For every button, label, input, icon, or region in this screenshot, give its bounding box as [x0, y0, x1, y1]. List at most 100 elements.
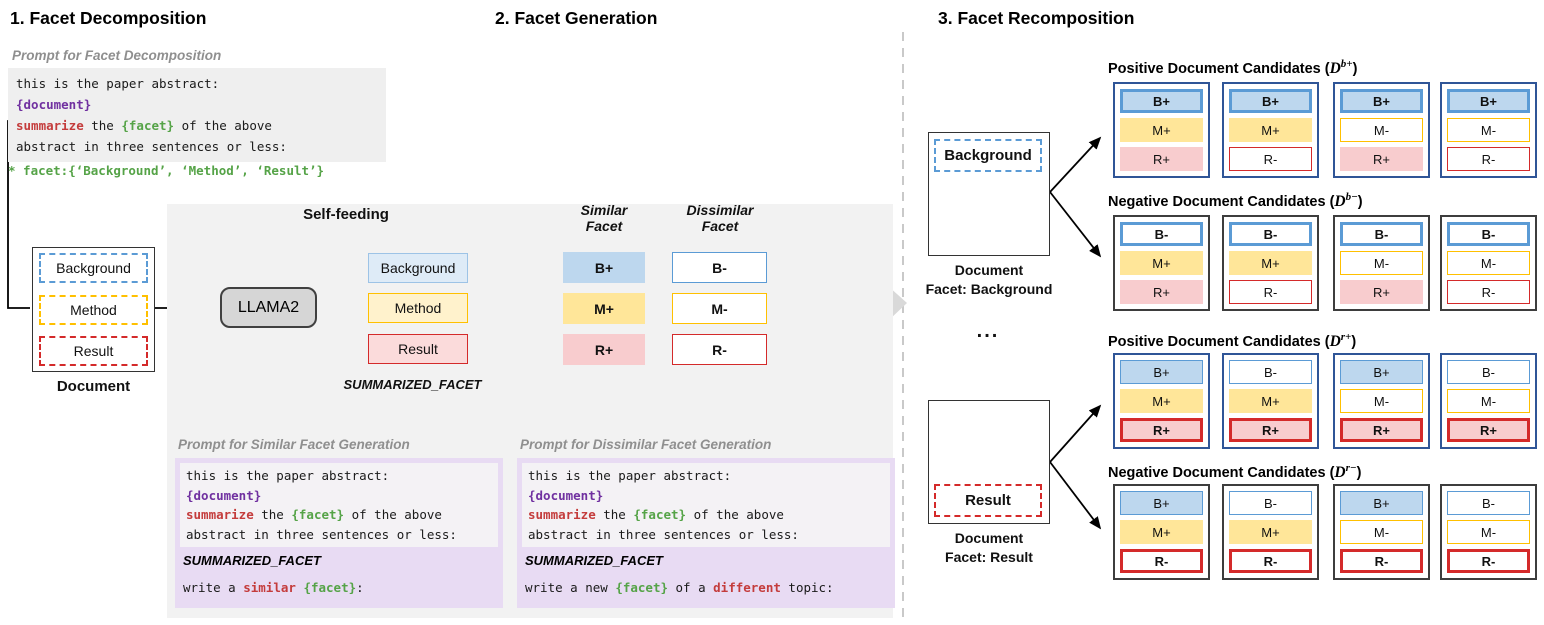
facet-cell: B+	[1340, 491, 1423, 515]
facet-cell: R+	[1340, 280, 1423, 304]
facet-cell: M-	[1340, 520, 1423, 544]
facet-cell: B-	[1120, 222, 1203, 246]
document-result-box: Result	[928, 400, 1050, 524]
facet-cell: B-	[1447, 222, 1530, 246]
candidate-card: B+M+R+	[1113, 353, 1210, 449]
summarized-facet-label: SUMMARIZED_FACET	[343, 377, 482, 392]
document-background-label-line1: Document	[954, 262, 1024, 278]
facet-cell: B+	[1120, 360, 1203, 384]
candidate-card: B- M+ R+	[1222, 353, 1319, 449]
candidate-card: B- M- R+	[1333, 215, 1430, 311]
facet-cell: B-	[1229, 491, 1312, 515]
dissimilar-facet-header-line1: Dissimilar	[686, 202, 754, 218]
ellipsis: ...	[976, 320, 1000, 342]
dissimilar-prompt-summarized: SUMMARIZED_FACET	[525, 553, 663, 568]
candidate-card: B+ M+ R-	[1222, 82, 1319, 178]
facet-cell: R+	[1447, 418, 1530, 442]
facet-definition-note: * facet:{‘Background’, ‘Method’, ‘Result…	[8, 163, 325, 178]
candidate-card: B+M-R-	[1333, 484, 1430, 580]
output-background-box: Background	[368, 253, 468, 283]
facet-cell: R+	[1340, 418, 1423, 442]
facet-cell: R-	[1447, 280, 1530, 304]
candidate-card: B- M- R-	[1440, 215, 1537, 311]
facet-cell: B+	[1340, 89, 1423, 113]
facet-cell: B-	[1340, 222, 1423, 246]
facet-cell: R-	[1120, 549, 1203, 573]
facet-cell: R-	[1229, 147, 1312, 171]
document-label: Document	[56, 378, 131, 395]
group-header: Negative Document Candidates (Db−)	[1108, 191, 1363, 210]
section2-title: 2. Facet Generation	[495, 8, 658, 28]
facet-cell: B+	[1447, 89, 1530, 113]
facet-method-dashed: Method	[39, 294, 148, 325]
section3-title: 3. Facet Recomposition	[938, 8, 1135, 28]
dissimilar-prompt-label: Prompt for Dissimilar Facet Generation	[520, 437, 772, 452]
facet-cell: M-	[1340, 118, 1423, 142]
facet-cell: B+	[1340, 360, 1423, 384]
facet-cell: M-	[1447, 118, 1530, 142]
facet-cell: R+	[1340, 147, 1423, 171]
facet-cell: M-	[1340, 251, 1423, 275]
facet-cell: R-	[1447, 549, 1530, 573]
background-dashed-box: Background	[934, 139, 1042, 172]
facet-cell: M+	[1229, 389, 1312, 413]
output-method-box: Method	[368, 293, 468, 323]
similar-facet-header-line2: Facet	[585, 218, 623, 234]
llama2-box: LLAMA2	[220, 287, 317, 328]
facet-cell: M+	[1120, 118, 1203, 142]
similar-r-plus: R+	[563, 334, 645, 365]
document-background-box: Background	[928, 132, 1050, 256]
dissimilar-prompt-code: this is the paper abstract:{document}sum…	[522, 463, 890, 547]
candidate-card: B+ M+ R+	[1113, 82, 1210, 178]
candidate-card: B- M- R-	[1440, 484, 1537, 580]
dissimilar-b-minus: B-	[672, 252, 767, 283]
facet-cell: M-	[1340, 389, 1423, 413]
output-result-box: Result	[368, 334, 468, 364]
similar-prompt-box: this is the paper abstract:{document}sum…	[175, 458, 503, 608]
similar-facet-header-line1: Similar	[580, 202, 628, 218]
candidate-card: B-M+R-	[1222, 484, 1319, 580]
candidate-card: B+ M- R-	[1440, 82, 1537, 178]
document-background-label: Document Facet: Background	[908, 261, 1070, 299]
facet-cell: R-	[1447, 147, 1530, 171]
facet-cell: R-	[1229, 280, 1312, 304]
candidate-card: B+ M- R+	[1333, 82, 1430, 178]
facet-cell: M+	[1229, 118, 1312, 142]
facet-cell: R-	[1229, 549, 1312, 573]
facet-cell: M-	[1447, 251, 1530, 275]
document-result-label: Document Facet: Result	[908, 529, 1070, 567]
facet-cell: M+	[1229, 251, 1312, 275]
facet-cell: M-	[1447, 520, 1530, 544]
facet-cell: R+	[1120, 280, 1203, 304]
dissimilar-r-minus: R-	[672, 334, 767, 365]
facet-cell: B-	[1229, 360, 1312, 384]
decomposition-prompt-code: this is the paper abstract:{document}sum…	[8, 68, 386, 162]
facet-cell: B+	[1120, 89, 1203, 113]
document-result-label-line2: Facet: Result	[945, 549, 1033, 565]
similar-prompt-code: this is the paper abstract:{document}sum…	[180, 463, 498, 547]
facet-cell: B-	[1447, 491, 1530, 515]
group-header: Negative Document Candidates (Dr−)	[1108, 462, 1362, 481]
similar-m-plus: M+	[563, 293, 645, 324]
candidate-card: B+M+R-	[1113, 484, 1210, 580]
candidate-card: B-M+R-	[1222, 215, 1319, 311]
candidate-card: B- M+ R+	[1113, 215, 1210, 311]
facet-cell: R+	[1120, 147, 1203, 171]
self-feeding-label: Self-feeding	[303, 206, 389, 223]
result-dashed-box: Result	[934, 484, 1042, 517]
facet-cell: M+	[1120, 251, 1203, 275]
document-background-label-line2: Facet: Background	[925, 281, 1053, 297]
dissimilar-facet-header: Dissimilar Facet	[664, 202, 776, 234]
facet-cell: R+	[1229, 418, 1312, 442]
similar-prompt-label: Prompt for Similar Facet Generation	[178, 437, 410, 452]
facet-cell: M-	[1447, 389, 1530, 413]
dissimilar-prompt-box: this is the paper abstract:{document}sum…	[517, 458, 895, 608]
group-header: Positive Document Candidates (Dr+)	[1108, 331, 1357, 350]
facet-cell: B+	[1229, 89, 1312, 113]
dissimilar-m-minus: M-	[672, 293, 767, 324]
facet-cell: M+	[1120, 520, 1203, 544]
section1-title: 1. Facet Decomposition	[10, 8, 207, 28]
facet-cell: M+	[1120, 389, 1203, 413]
candidate-card: B+ M- R+	[1333, 353, 1430, 449]
